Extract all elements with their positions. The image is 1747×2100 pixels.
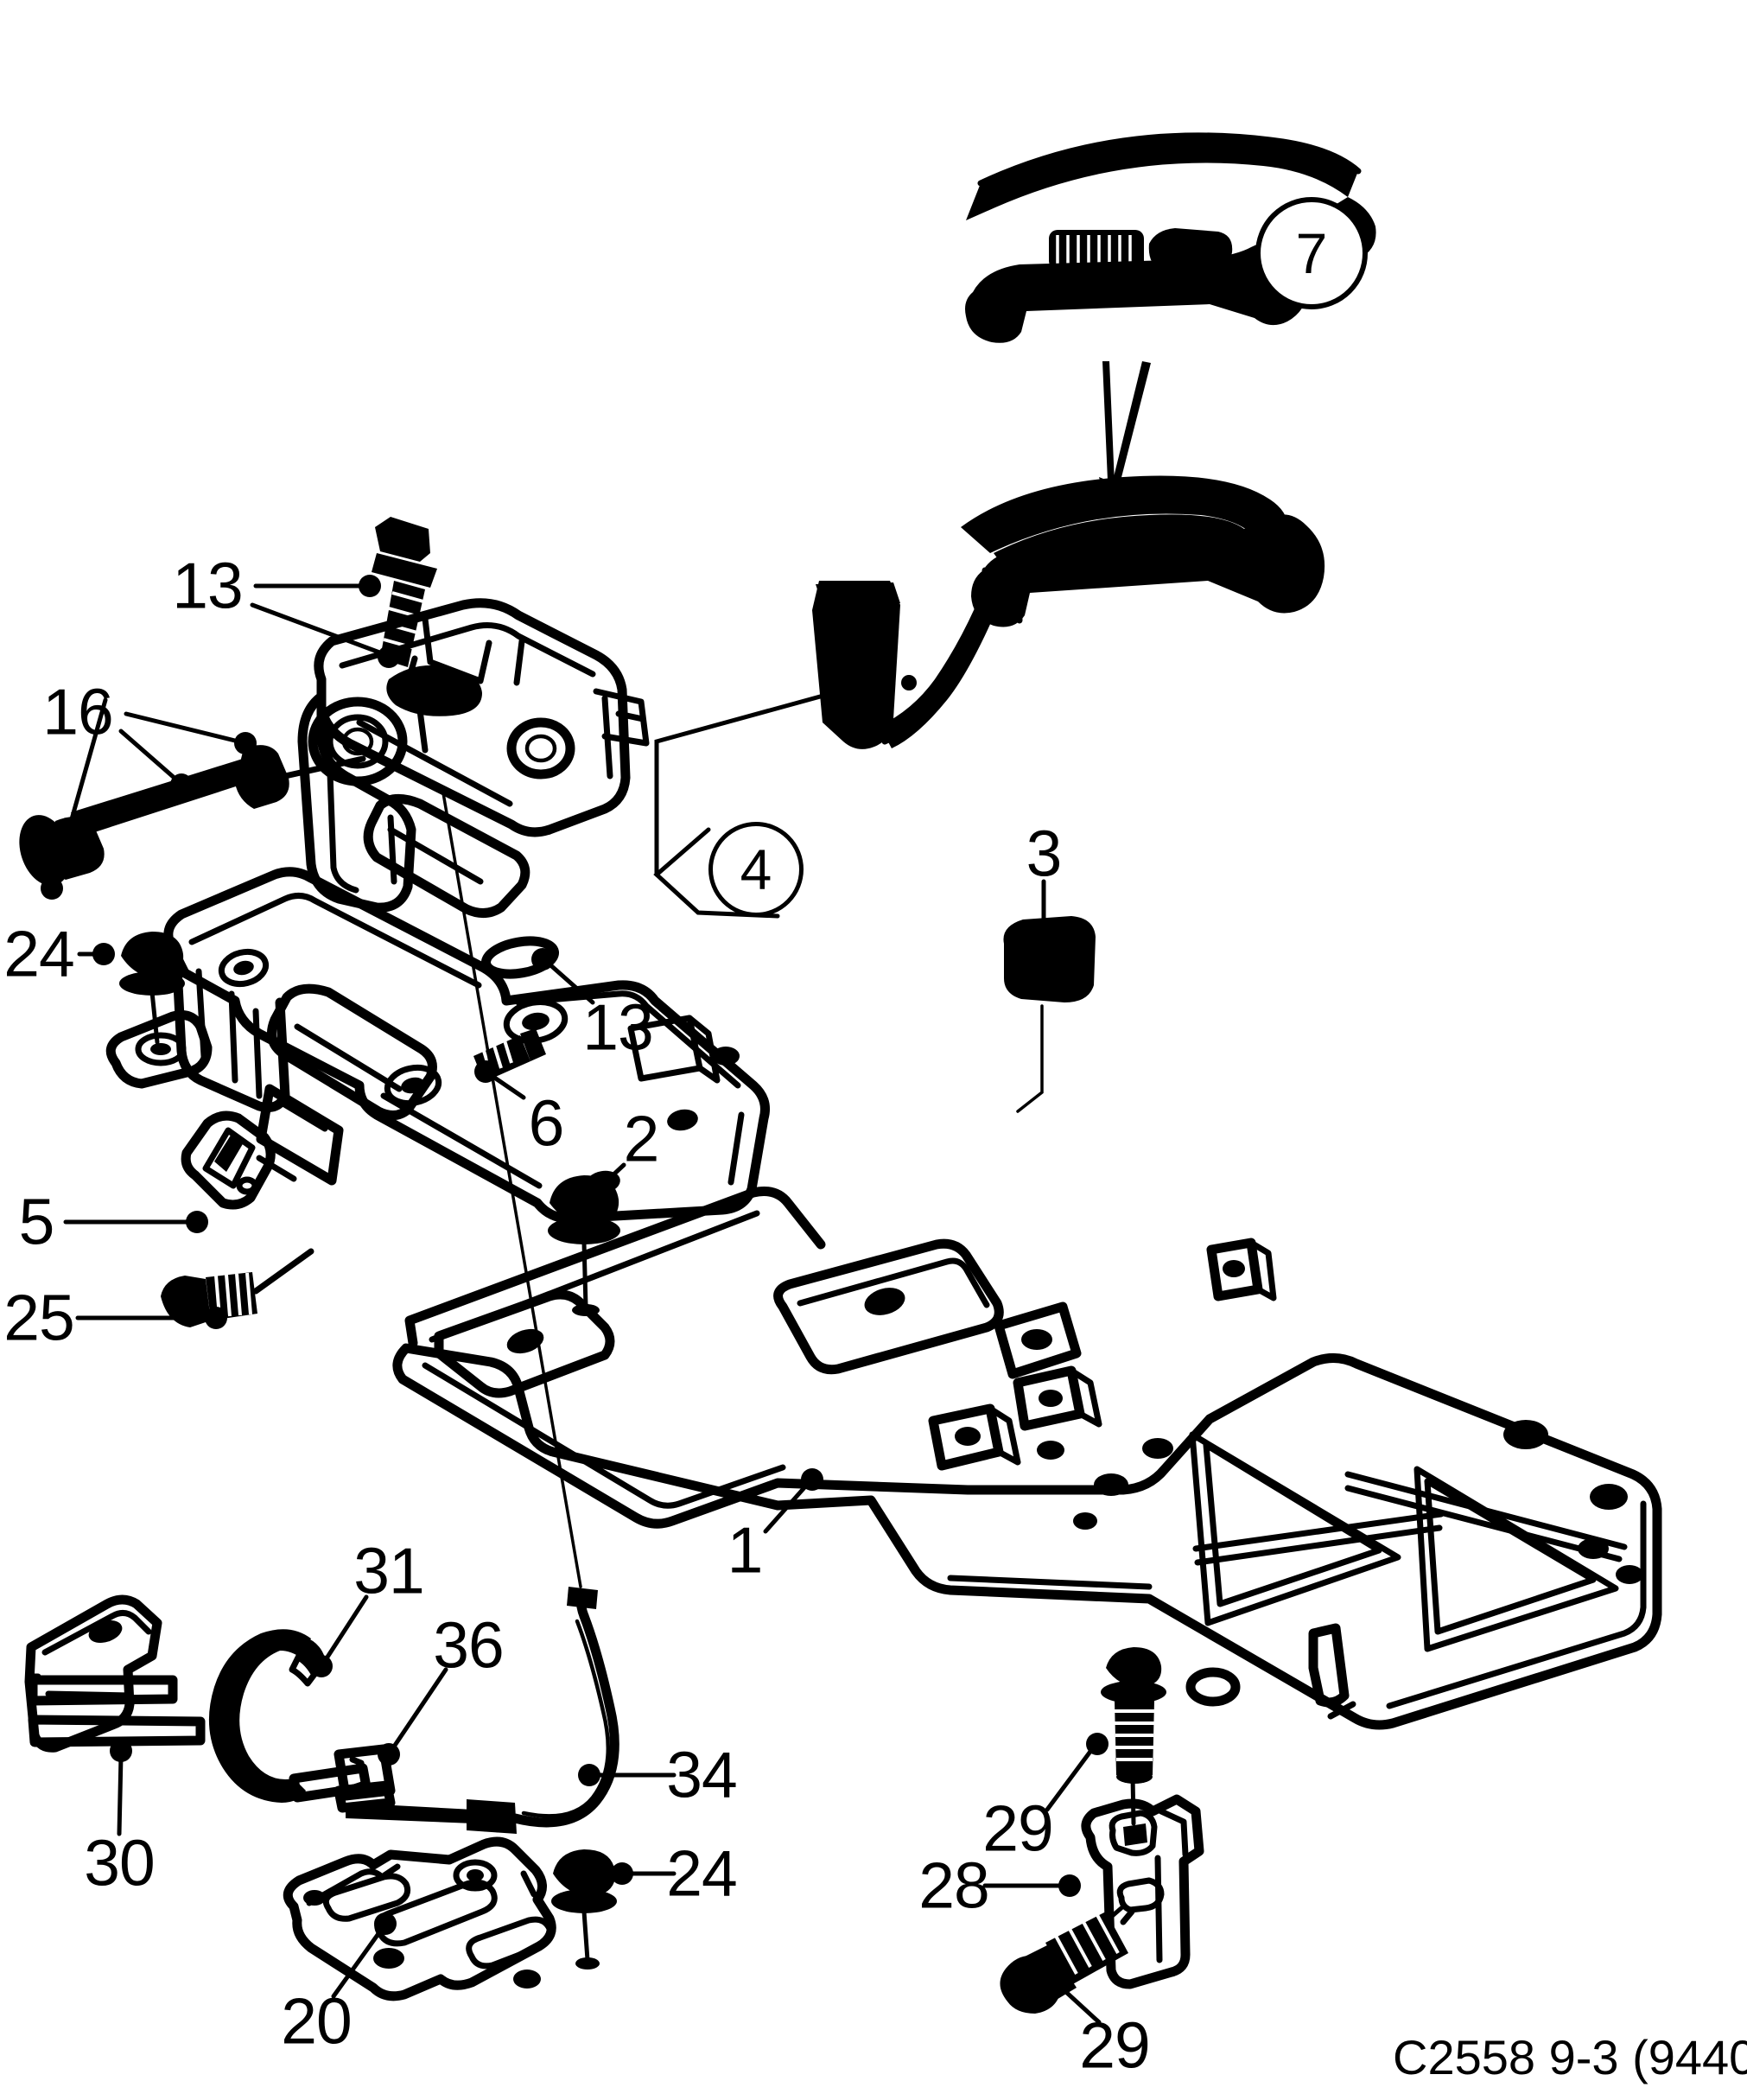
part-13-plate-washer: [480, 936, 560, 979]
part-29-bolt-top: [1101, 1647, 1166, 1784]
callout-label-7: 7: [1295, 221, 1328, 285]
callout-label-28: 28: [918, 1849, 989, 1922]
callout-label-34: 34: [666, 1738, 737, 1811]
part-5-latch-catch: [181, 1110, 297, 1210]
part-4-base-plate: [105, 867, 770, 1224]
callout-label-6: 6: [528, 1086, 565, 1160]
callout-label-13-mid: 13: [582, 990, 653, 1064]
callout-label-20: 20: [281, 1984, 352, 2058]
part-20-reinforcement-plate: [283, 1836, 556, 2001]
part-7-handle-assembly: [965, 132, 1376, 515]
part-34-release-cable: [441, 786, 619, 1828]
part-25-screw: [161, 1248, 314, 1327]
diagram-footer-code: C2558 9-3 (9440): [1393, 2030, 1747, 2084]
callout-label-30: 30: [84, 1826, 155, 1900]
callout-label-29-bottom: 29: [1079, 2008, 1150, 2082]
callout-label-36: 36: [433, 1608, 504, 1682]
part-13-bolt-washer: [372, 517, 482, 754]
callout-label-24-bottom: 24: [666, 1836, 737, 1910]
callout-label-13-top: 13: [172, 549, 243, 622]
callout-circle-4: [708, 822, 804, 917]
callout-label-5: 5: [18, 1185, 55, 1258]
callout-label-29-top: 29: [982, 1791, 1053, 1865]
callout-circle-7: [1255, 197, 1368, 309]
callout-label-25: 25: [3, 1281, 74, 1354]
spring-insert: [1049, 230, 1144, 270]
callout-label-1: 1: [727, 1513, 764, 1587]
callout-label-4: 4: [740, 837, 772, 901]
part-36-cable-connector: [289, 1744, 517, 1834]
part-24-lower-nut: [551, 1849, 617, 1970]
callout-label-24-top: 24: [3, 917, 74, 990]
part-1-subframe: [392, 1187, 1662, 1730]
part-7-handle-assembled: [812, 475, 1325, 749]
callout-label-16: 16: [42, 675, 113, 748]
leader-lines: [41, 575, 1109, 2025]
part-4-pedal-bracket: [297, 598, 650, 918]
callout-label-3: 3: [1026, 817, 1063, 890]
part-24-upper-nut: [119, 932, 185, 1045]
callout-label-2: 2: [623, 1102, 660, 1175]
part-3-plug: [1003, 916, 1096, 1113]
part-30-cable-bracket: [24, 1594, 206, 1753]
callout-label-31: 31: [353, 1534, 424, 1607]
part-16-pivot-shaft: [19, 745, 366, 886]
